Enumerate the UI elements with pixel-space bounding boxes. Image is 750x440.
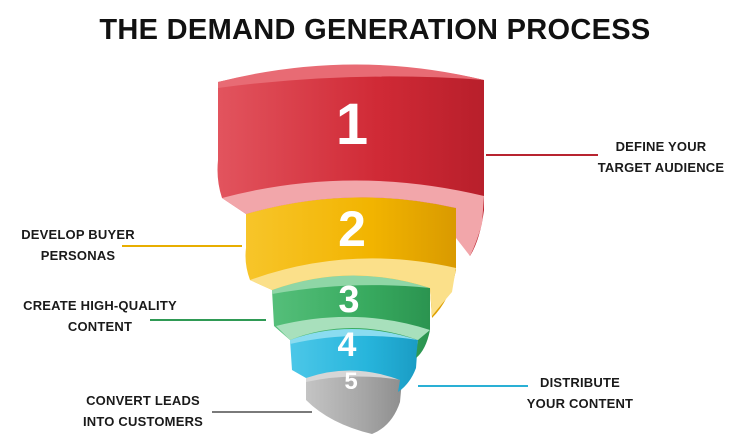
step-label-2-line1: DEVELOP BUYER (21, 227, 135, 242)
step-label-5-line1: CONVERT LEADS (86, 393, 200, 408)
step-label-3-line2: CONTENT (67, 319, 133, 334)
step-number-4: 4 (338, 326, 357, 364)
step-label-4-line2: YOUR CONTENT (526, 396, 634, 411)
step-label-3-line1: CREATE HIGH-QUALITY (23, 298, 177, 313)
step-number-1: 1 (336, 92, 368, 157)
funnel-tier-2 (245, 197, 456, 318)
step-number-2: 2 (338, 201, 366, 257)
step-label-4: DISTRIBUTE YOUR CONTENT (510, 372, 650, 414)
funnel-tier-1 (217, 64, 484, 256)
step-label-3: CREATE HIGH-QUALITY CONTENT (10, 295, 190, 337)
step-number-5: 5 (344, 368, 357, 395)
diagram-title: THE DEMAND GENERATION PROCESS (99, 14, 651, 46)
step-label-5: CONVERT LEADS INTO CUSTOMERS (68, 390, 218, 432)
step-number-3: 3 (338, 279, 359, 321)
step-label-1-line2: TARGET AUDIENCE (597, 160, 725, 175)
funnel-tier-5 (306, 369, 402, 434)
step-label-2-line2: PERSONAS (40, 248, 116, 263)
step-label-1: DEFINE YOUR TARGET AUDIENCE (586, 136, 736, 178)
step-label-2: DEVELOP BUYER PERSONAS (12, 224, 144, 266)
funnel-tier-3 (272, 274, 430, 358)
step-label-5-line2: INTO CUSTOMERS (82, 414, 204, 429)
step-label-4-line1: DISTRIBUTE (540, 375, 620, 390)
step-label-1-line1: DEFINE YOUR (615, 139, 707, 154)
